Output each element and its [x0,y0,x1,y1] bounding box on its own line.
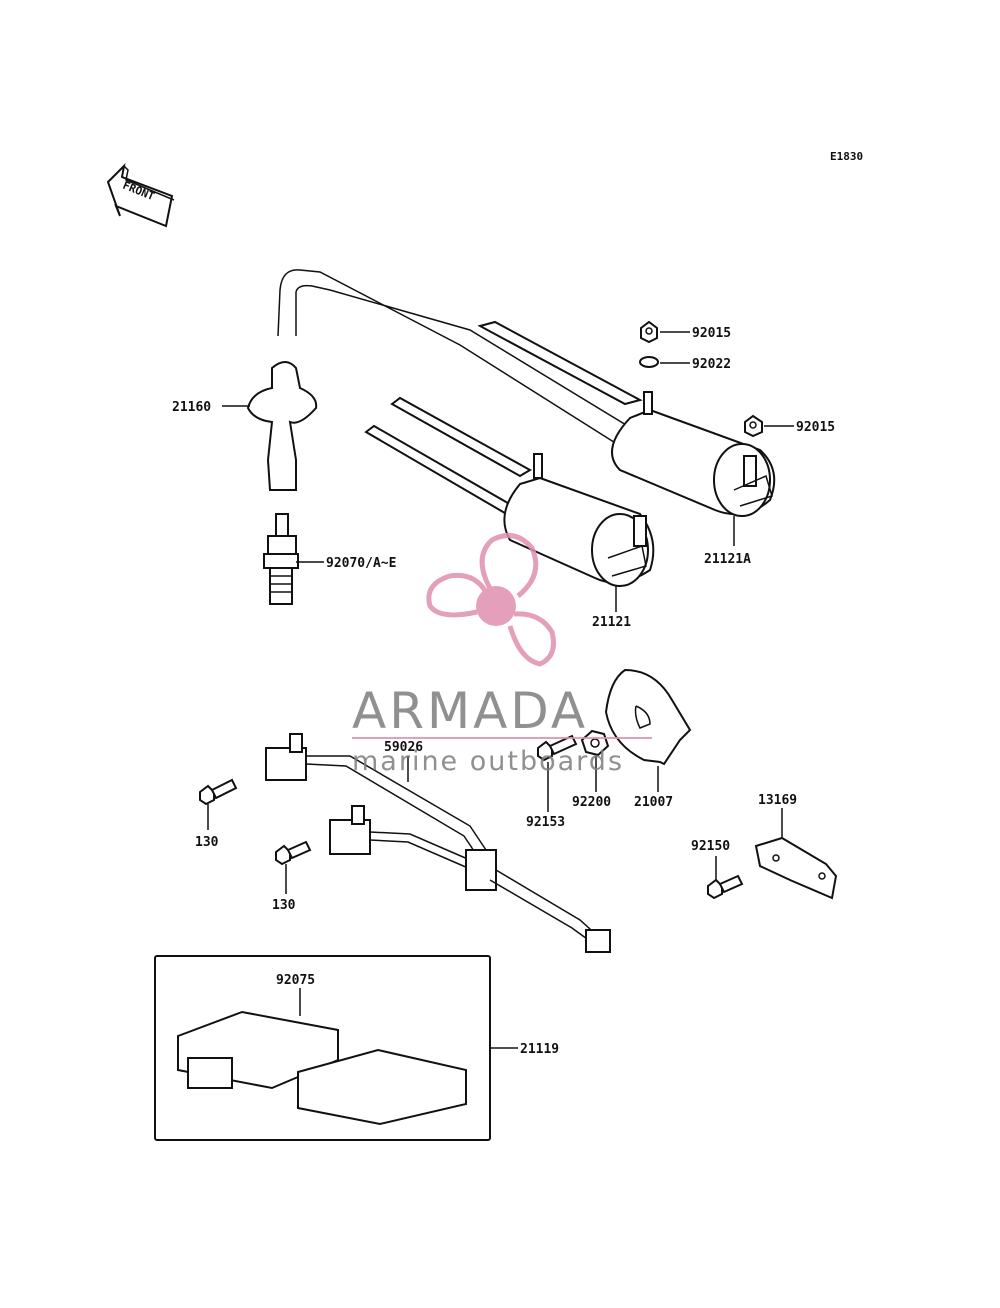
propeller-logo-icon [426,533,556,667]
label-130-lower: 130 [272,898,296,913]
front-arrow-icon: FRONT [106,163,175,228]
nut-92015-upper [640,320,658,344]
label-92200: 92200 [572,795,611,810]
label-13169: 13169 [758,793,797,808]
label-21007: 21007 [634,795,673,810]
ignition-coil-21121A [477,320,776,517]
label-59026: 59026 [384,740,423,755]
armada-watermark: ARMADA marine outboards [352,533,652,777]
diagram-code: E1830 [830,150,863,163]
label-92022: 92022 [692,357,731,372]
label-92070: 92070/A~E [326,556,396,571]
nut-92015-side [744,414,763,438]
watermark-brand: ARMADA [352,682,588,740]
leader-lines [207,331,794,1049]
spark-plug-cap-lead [246,269,701,491]
bolt-92153 [537,734,578,762]
label-92075: 92075 [276,973,315,988]
bolt-92150 [707,874,744,900]
label-92153: 92153 [526,815,565,830]
spark-plug [263,513,299,605]
bolt-130-upper [199,778,238,806]
bolt-130-lower [275,840,312,866]
label-92015-side: 92015 [796,420,835,435]
pulser-coil-harness-59026 [265,733,611,953]
stator-plate-21007 [604,668,692,766]
washer-92022 [639,356,659,368]
bracket-13169 [754,836,838,900]
label-21121A: 21121A [704,552,751,567]
label-130-upper: 130 [195,835,219,850]
watermark-tagline: marine outboards [352,746,624,777]
igniter-pad [297,1048,467,1126]
label-21121: 21121 [592,615,631,630]
label-92015-upper: 92015 [692,326,731,341]
label-92150: 92150 [691,839,730,854]
ignition-coil-21121 [364,396,655,587]
label-21160: 21160 [172,400,211,415]
label-21119: 21119 [520,1042,559,1057]
